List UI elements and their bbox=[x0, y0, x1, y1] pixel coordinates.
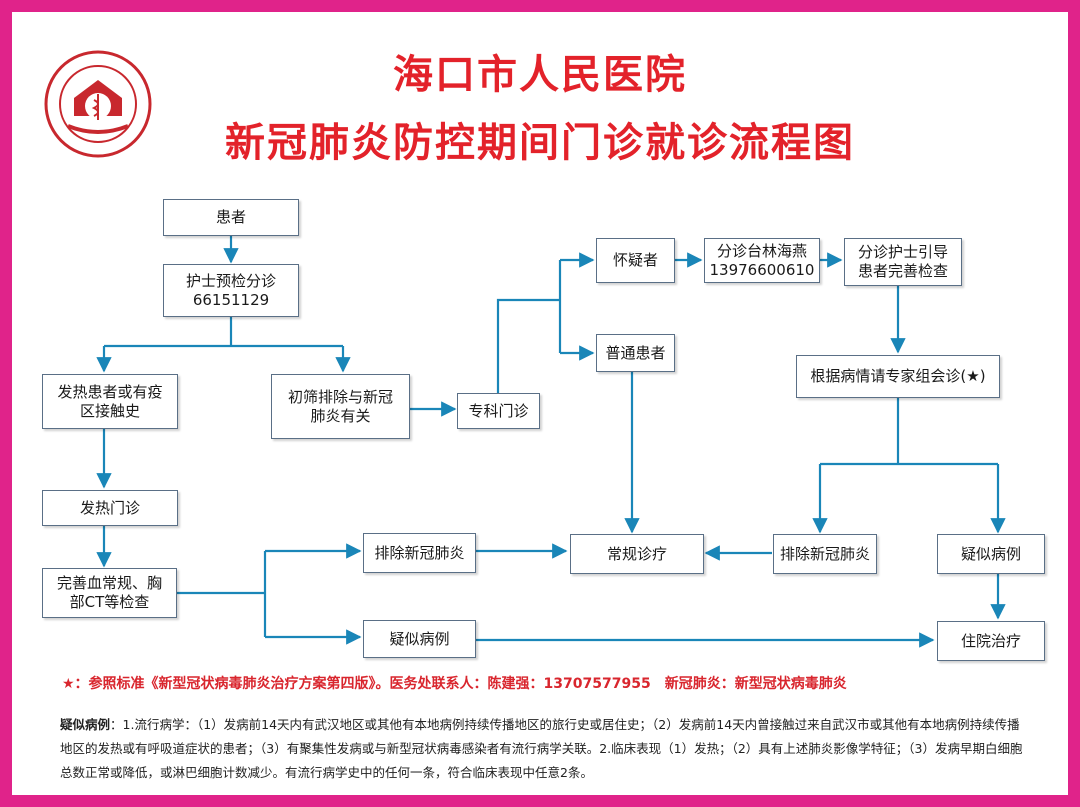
node-expert-consult: 根据病情请专家组会诊(★) bbox=[796, 355, 1000, 398]
node-patient: 患者 bbox=[163, 199, 299, 236]
node-nurse-guide: 分诊护士引导 患者完善检查 bbox=[844, 238, 962, 286]
node-suspected: 怀疑者 bbox=[596, 238, 675, 283]
node-fever-clinic: 发热门诊 bbox=[42, 490, 178, 526]
footnote-reference: ★：参照标准《新型冠状病毒肺炎治疗方案第四版》。医务处联系人：陈建强：13707… bbox=[62, 676, 847, 692]
node-initial-screen: 初筛排除与新冠 肺炎有关 bbox=[271, 374, 410, 439]
node-fever-contact: 发热患者或有疫 区接触史 bbox=[42, 374, 178, 429]
definition-label: 疑似病例 bbox=[60, 717, 111, 732]
node-exclude-covid-left: 排除新冠肺炎 bbox=[363, 533, 476, 573]
node-suspected-case-right: 疑似病例 bbox=[937, 534, 1045, 574]
poster-frame bbox=[12, 12, 1068, 795]
node-triage-desk: 分诊台林海燕 13976600610 bbox=[704, 238, 820, 283]
node-hospitalization: 住院治疗 bbox=[937, 621, 1045, 661]
node-specialty-clinic: 专科门诊 bbox=[457, 393, 540, 429]
node-blood-ct: 完善血常规、胸 部CT等检查 bbox=[42, 568, 177, 618]
page-subtitle: 新冠肺炎防控期间门诊就诊流程图 bbox=[225, 120, 855, 166]
hospital-logo bbox=[44, 50, 152, 158]
node-routine-care: 常规诊疗 bbox=[570, 534, 704, 574]
node-suspected-case-bottom: 疑似病例 bbox=[363, 620, 476, 658]
definition-text: ：1.流行病学：（1）发病前14天内有武汉地区或其他有本地病例持续传播地区的旅行… bbox=[60, 717, 1023, 780]
page-title: 海口市人民医院 bbox=[393, 52, 687, 98]
suspected-case-definition: 疑似病例：1.流行病学：（1）发病前14天内有武汉地区或其他有本地病例持续传播地… bbox=[60, 713, 1030, 785]
node-exclude-covid-right: 排除新冠肺炎 bbox=[773, 534, 877, 574]
node-ordinary-patient: 普通患者 bbox=[596, 334, 675, 372]
node-nurse-triage: 护士预检分诊 66151129 bbox=[163, 264, 299, 317]
